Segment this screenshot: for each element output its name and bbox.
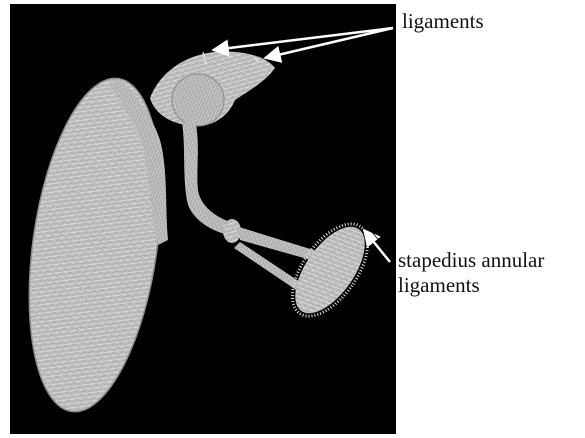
- ligaments-label: ligaments: [402, 9, 484, 34]
- incus-body: [172, 74, 224, 126]
- stapedius-label-line-2: ligaments: [398, 273, 544, 298]
- stapedius-label-line-1: stapedius annular: [398, 248, 544, 272]
- stapedius-annular-ligaments-label: stapedius annular ligaments: [398, 248, 544, 298]
